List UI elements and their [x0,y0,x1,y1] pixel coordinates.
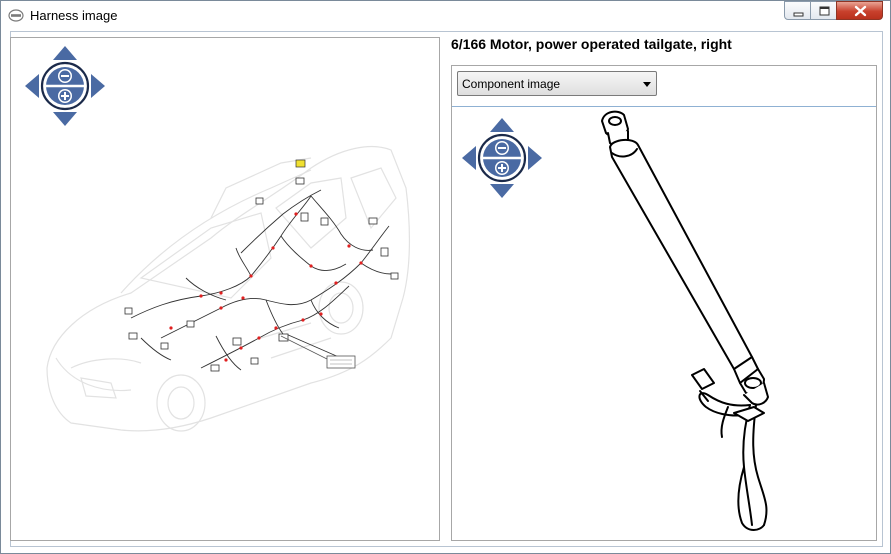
view-select-value: Component image [462,77,561,91]
left-navigation-control [25,46,105,126]
component-title: 6/166 Motor, power operated tailgate, ri… [451,36,732,52]
separator [452,106,876,107]
pan-right-arrow-icon[interactable] [91,74,105,98]
harness-drawing[interactable] [11,38,439,540]
component-image-panel[interactable]: Component image [451,65,877,541]
close-icon [854,5,867,17]
chevron-down-icon [643,82,651,87]
maximize-icon [819,6,830,16]
pan-left-arrow-icon[interactable] [25,74,39,98]
maximize-button[interactable] [810,1,837,20]
pan-up-arrow-icon[interactable] [490,118,514,132]
pan-down-arrow-icon[interactable] [490,184,514,198]
close-button[interactable] [836,1,883,20]
minimize-icon [793,12,804,17]
zoom-in-icon[interactable] [58,89,72,103]
volvo-logo-icon [8,9,24,22]
title-bar[interactable]: Harness image [1,1,890,30]
pan-down-arrow-icon[interactable] [53,112,77,126]
right-navigation-control [462,118,542,198]
view-select-dropdown[interactable]: Component image [457,71,657,96]
harness-overview-panel[interactable] [10,37,440,541]
zoom-out-icon[interactable] [495,141,509,155]
pan-up-arrow-icon[interactable] [53,46,77,60]
pan-right-arrow-icon[interactable] [528,146,542,170]
component-drawing[interactable] [452,107,876,540]
pan-left-arrow-icon[interactable] [462,146,476,170]
zoom-in-icon[interactable] [495,161,509,175]
minimize-button[interactable] [784,1,811,20]
zoom-out-icon[interactable] [58,69,72,83]
window-title: Harness image [30,8,118,23]
